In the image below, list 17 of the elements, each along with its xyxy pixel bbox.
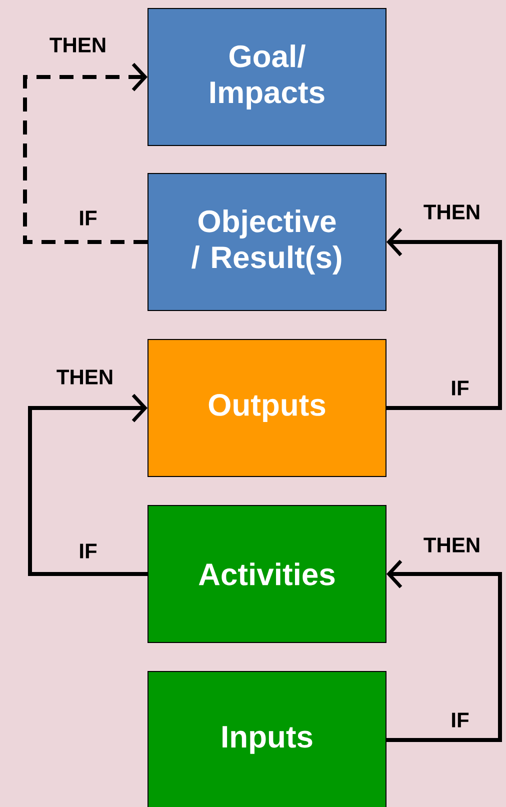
condition-label: IF	[80, 544, 97, 558]
condition-label: IF	[452, 380, 469, 396]
process-box: Goal/ Impacts	[148, 8, 386, 146]
arrow	[386, 560, 502, 742]
condition-label: IF	[80, 210, 97, 226]
process-box: Objective / Result(s)	[148, 173, 386, 311]
process-box: Outputs	[148, 339, 386, 477]
process-box: Inputs	[148, 671, 386, 807]
condition-label: IF	[452, 712, 469, 728]
condition-label: THEN	[50, 38, 106, 52]
arrow	[23, 62, 148, 244]
arrow	[386, 228, 502, 410]
arrow	[28, 394, 148, 576]
process-box: Activities	[148, 505, 386, 643]
condition-label: THEN	[424, 204, 480, 220]
condition-label: THEN	[56, 370, 112, 384]
condition-label: THEN	[424, 538, 480, 552]
